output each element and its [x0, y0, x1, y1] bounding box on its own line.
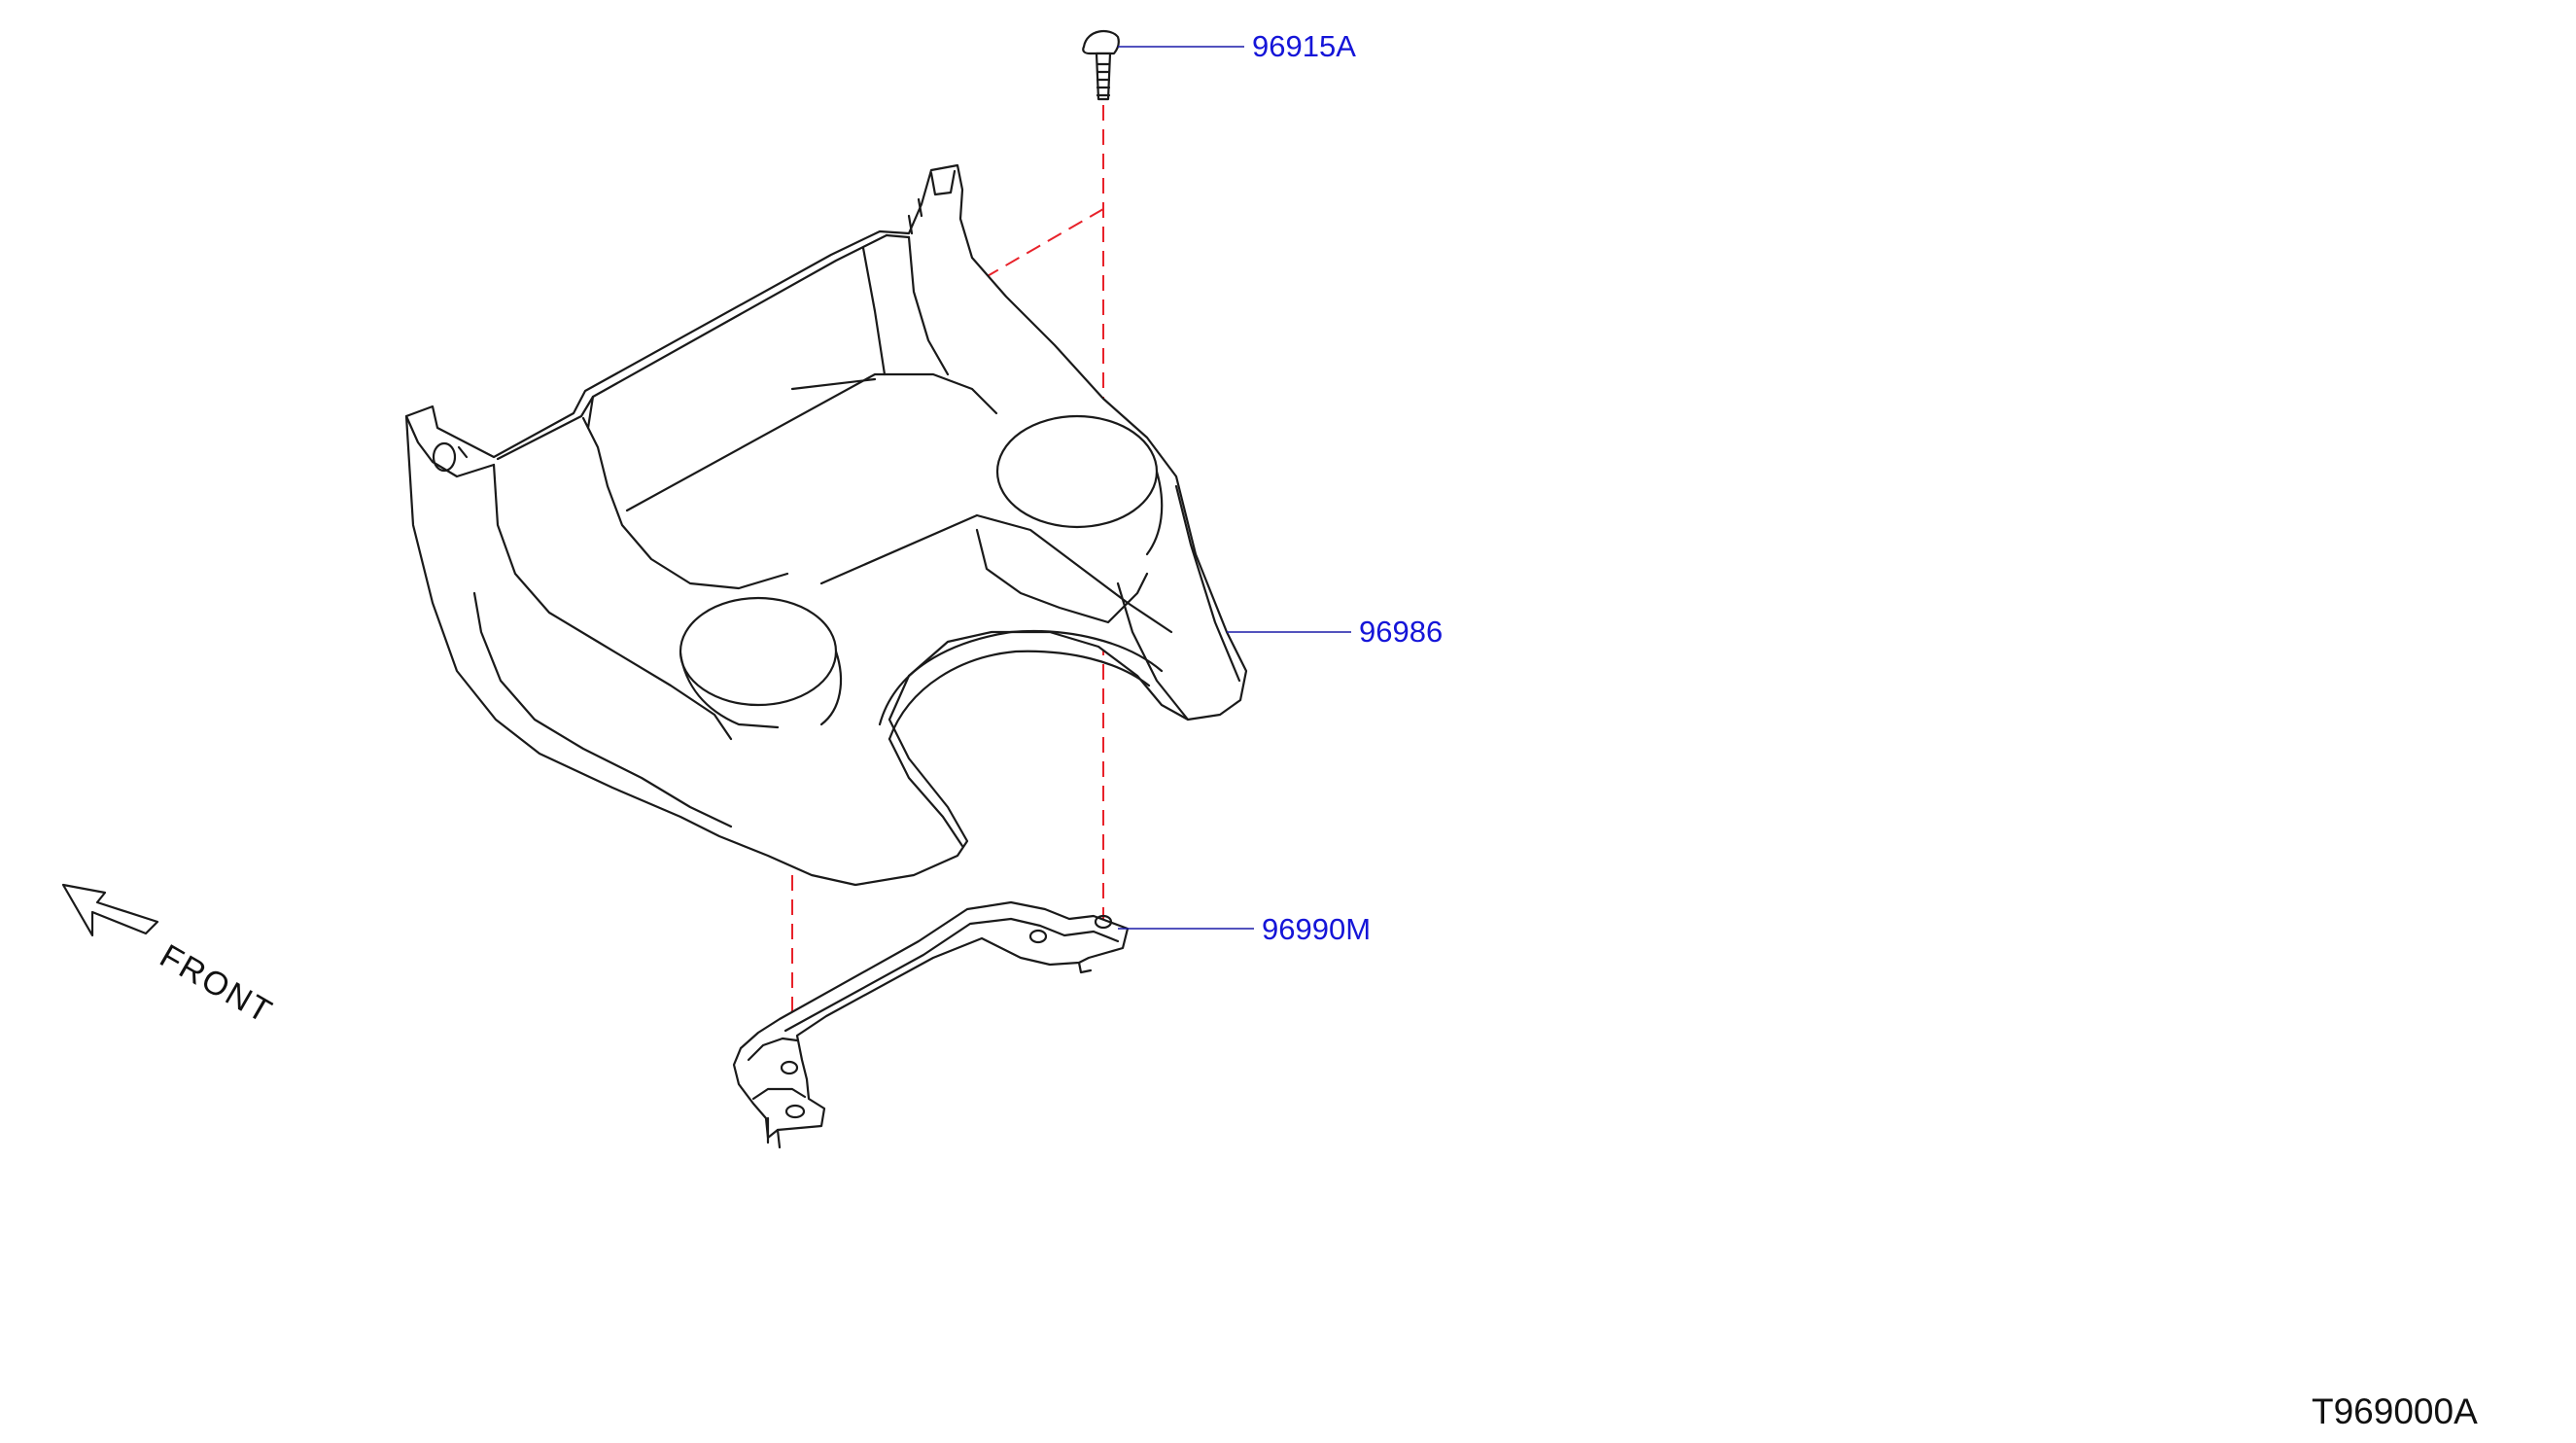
part-number-96986[interactable]: 96986: [1359, 615, 1443, 649]
figure-code: T969000A: [2312, 1391, 2478, 1431]
console-finisher-icon: [404, 163, 1248, 887]
mounting-bracket-icon: [732, 900, 1130, 1149]
clip-screw-icon: [1082, 29, 1120, 101]
part-number-96915a[interactable]: 96915A: [1252, 29, 1356, 63]
front-label: FRONT: [154, 937, 279, 1031]
front-direction: FRONT: [61, 883, 279, 1031]
front-arrow-icon: [61, 883, 159, 937]
part-number-96990m[interactable]: 96990M: [1262, 912, 1371, 946]
